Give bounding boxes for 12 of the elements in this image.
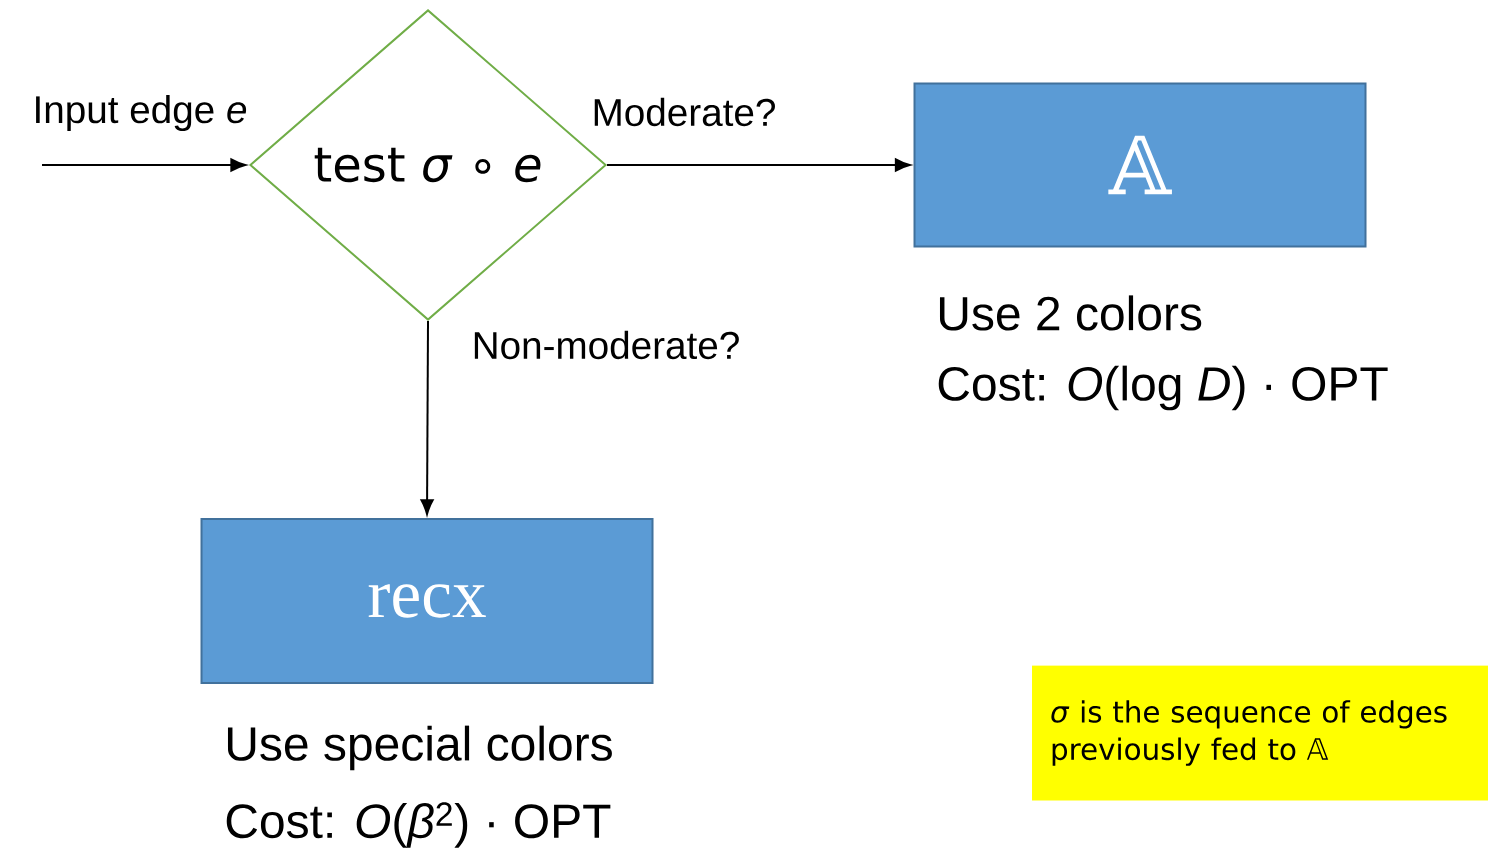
caption-text: Cost: O(log D) · OPT xyxy=(938,365,1388,411)
arrow xyxy=(41,158,247,172)
caption-text: Use special colors xyxy=(228,725,612,771)
arrow xyxy=(420,320,434,516)
caption-text: Cost: O(β$^{2}$) · OPT xyxy=(226,802,611,848)
caption-text: Use 2 colors xyxy=(940,295,1202,331)
process-box: recx xyxy=(200,518,654,684)
arrow xyxy=(606,158,911,172)
edge-label: Input edge e xyxy=(36,94,247,131)
note-box: σ is the sequence of edges previously fed to 𝔸 xyxy=(1032,665,1488,801)
edge-label: Non-moderate? xyxy=(474,330,739,360)
process-box: 𝔸 xyxy=(913,82,1367,248)
